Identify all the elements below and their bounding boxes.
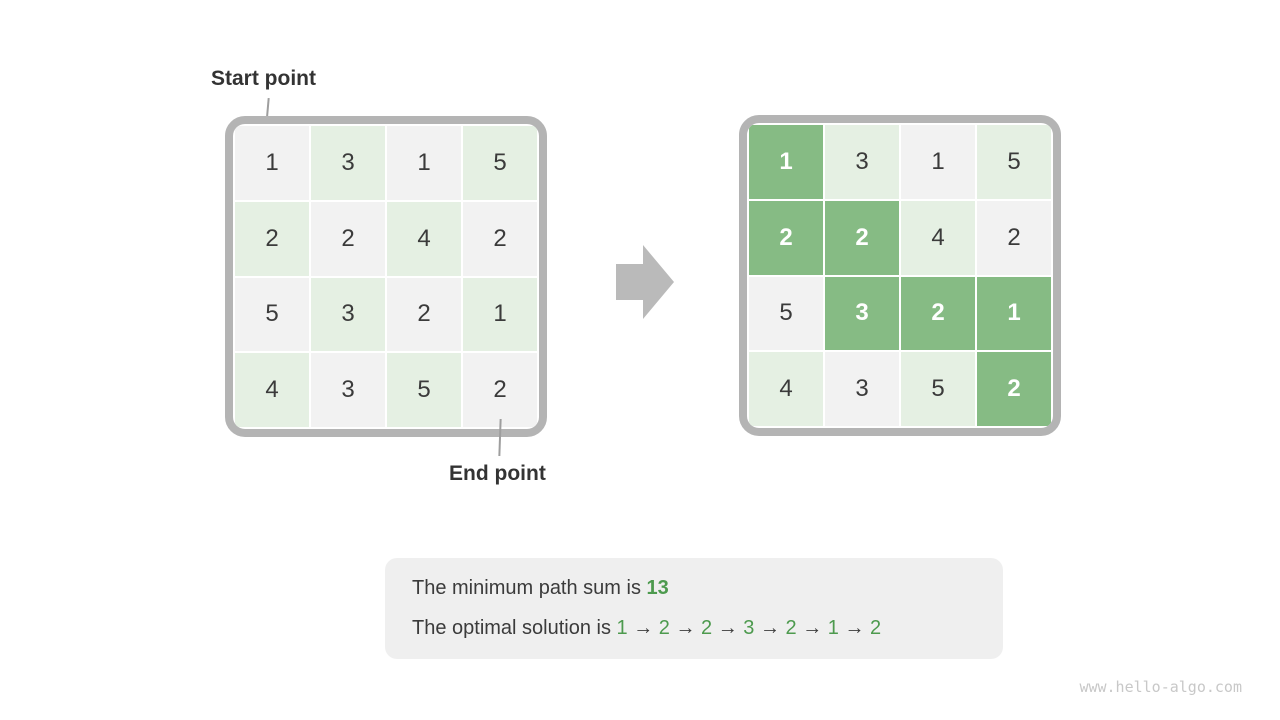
caption-line1-text: The minimum path sum is [412, 577, 647, 599]
grid-cell: 3 [825, 276, 899, 351]
caption-line-1: The minimum path sum is 13 [412, 575, 1003, 602]
transform-arrow-icon [616, 245, 674, 319]
caption-line-2: The optimal solution is 1 → 2 → 2 → 3 → … [412, 615, 1003, 642]
grid-cell: 5 [901, 352, 975, 426]
path-arrow-separator: → [669, 617, 702, 639]
path-step-value: 2 [701, 617, 713, 639]
grid-cell: 2 [825, 200, 899, 275]
grid-cell: 4 [749, 352, 823, 426]
grid-cell: 4 [901, 200, 975, 275]
grid-cell: 5 [235, 277, 309, 352]
grid-cell: 5 [387, 353, 461, 427]
path-arrow-separator: → [712, 617, 744, 639]
path-arrow-separator: → [754, 617, 786, 639]
path-step-value: 3 [743, 617, 755, 639]
grid-cell: 5 [463, 126, 537, 200]
caption-line2-text: The optimal solution is [412, 617, 617, 639]
grid-cell: 2 [463, 353, 537, 427]
grid-cell: 4 [235, 353, 309, 427]
grid-cell: 3 [311, 126, 385, 200]
grid-cell: 2 [235, 201, 309, 276]
caption-box: The minimum path sum is 13 The optimal s… [385, 558, 1003, 659]
grid-cell: 1 [463, 277, 537, 352]
grid-cell: 2 [387, 277, 461, 352]
end-point-leader-line [498, 418, 502, 457]
grid-cell: 2 [977, 200, 1051, 275]
path-step-value: 1 [616, 617, 628, 639]
path-step-value: 2 [870, 617, 882, 639]
grid-cell: 3 [825, 125, 899, 199]
grid-cell: 3 [311, 353, 385, 427]
grid-cell: 2 [749, 200, 823, 275]
caption-line1-sum-value: 13 [646, 577, 669, 599]
path-arrow-separator: → [627, 617, 659, 639]
grid-cell: 3 [825, 352, 899, 426]
watermark: www.hello-algo.com [1079, 678, 1242, 696]
start-point-label: Start point [211, 67, 316, 90]
path-step-value: 2 [785, 617, 797, 639]
grid-cell: 1 [387, 126, 461, 200]
grid-cell: 2 [977, 352, 1051, 426]
path-step-value: 2 [658, 617, 670, 639]
grid-cell: 1 [235, 126, 309, 200]
grid-cell: 2 [901, 276, 975, 351]
end-point-label: End point [449, 462, 546, 485]
grid-cell: 1 [977, 276, 1051, 351]
grid-cell: 5 [749, 276, 823, 351]
grid-cell: 1 [749, 125, 823, 199]
grid-cell: 4 [387, 201, 461, 276]
caption-path-sequence: 1 → 2 → 2 → 3 → 2 → 1 → 2 [617, 617, 882, 639]
path-arrow-separator: → [796, 617, 828, 639]
grid-cell: 2 [311, 201, 385, 276]
path-step-value: 1 [827, 617, 839, 639]
grid-cell: 5 [977, 125, 1051, 199]
grid-cell: 1 [901, 125, 975, 199]
path-arrow-separator: → [838, 617, 871, 639]
grid-cell: 2 [463, 201, 537, 276]
grid-cell: 3 [311, 277, 385, 352]
